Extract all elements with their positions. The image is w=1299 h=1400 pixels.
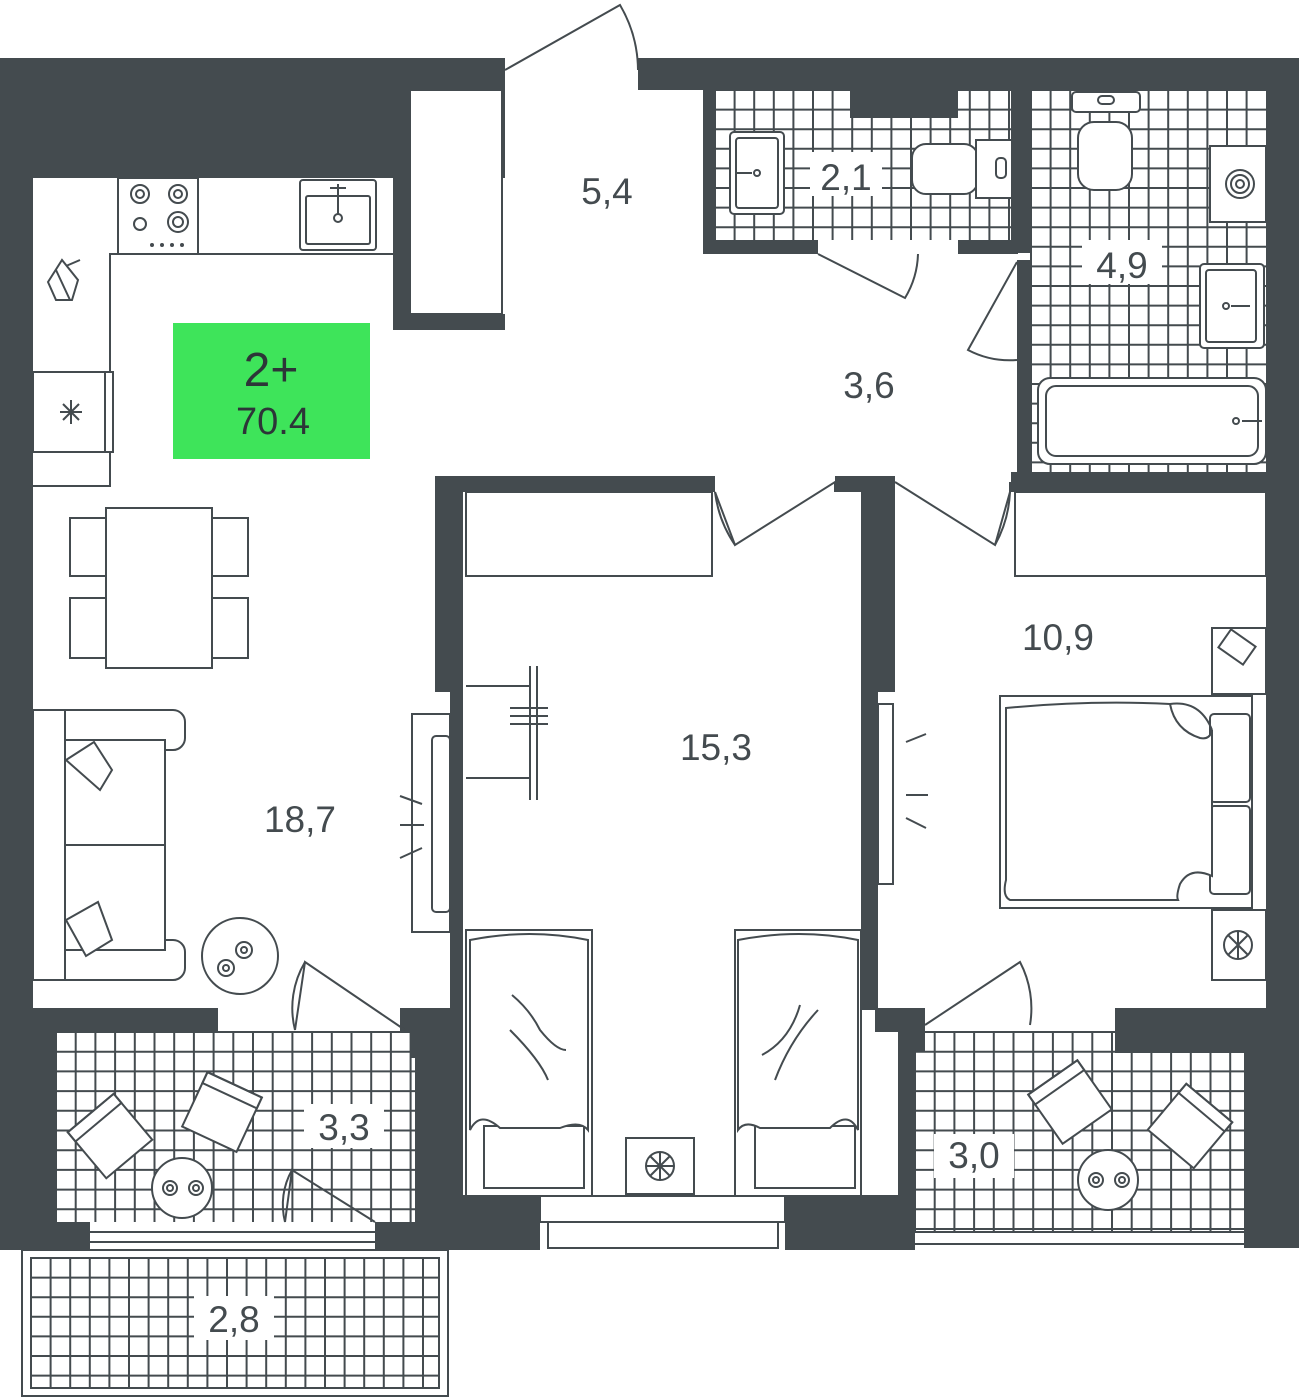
apartment-type: 2+: [244, 344, 299, 397]
room-labels: 18,7 15,3 10,9 5,4 3,6 2,1 4,9 3,3 3,0 2…: [194, 152, 1162, 1340]
kitchen: [32, 177, 393, 487]
entrance-wardrobe: [409, 89, 503, 315]
apartment-badge: 2+ 70.4: [173, 323, 370, 459]
area-bedroom-small: 10,9: [1022, 617, 1094, 658]
railings: [21, 1195, 1248, 1397]
loggia-left-furniture: [66, 1070, 264, 1219]
badge-background: [173, 323, 370, 459]
area-living-kitchen: 18,7: [264, 799, 336, 840]
walls: [0, 58, 1299, 1250]
loggia-right-furniture: [1026, 1058, 1234, 1211]
area-balcony: 2,8: [208, 1299, 259, 1340]
area-corridor: 3,6: [843, 365, 894, 406]
area-toilet: 2,1: [820, 157, 871, 198]
area-loggia-right: 3,0: [948, 1135, 999, 1176]
apartment-total-area: 70.4: [236, 401, 310, 443]
area-bedroom-large: 15,3: [680, 727, 752, 768]
living-furniture: [32, 709, 451, 995]
area-entrance-hall: 5,4: [581, 171, 632, 212]
toilet-fixtures: [729, 131, 1013, 215]
bathroom-fixtures: [1037, 91, 1267, 465]
dining-table: [69, 507, 249, 669]
bedroom-small-furniture: [877, 491, 1267, 981]
area-loggia-left: 3,3: [318, 1107, 369, 1148]
area-bathroom: 4,9: [1096, 245, 1147, 286]
bedroom-large-furniture: [465, 491, 862, 1197]
doors: [281, 3, 1033, 1223]
